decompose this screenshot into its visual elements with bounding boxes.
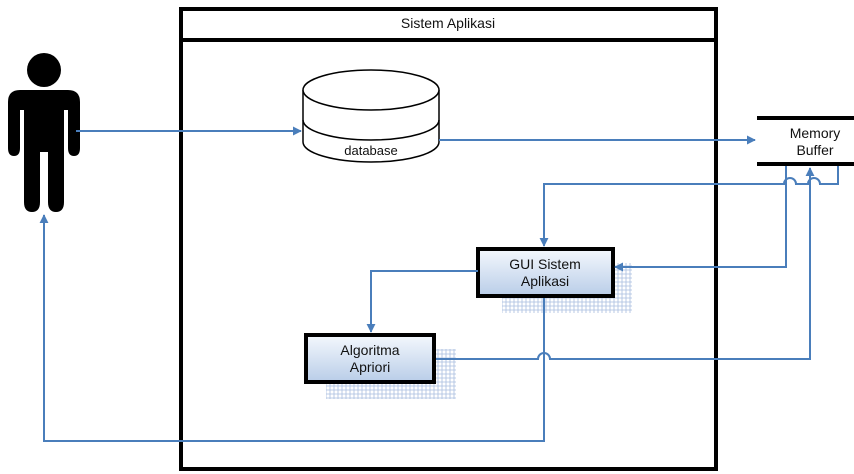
- system-title: Sistem Aplikasi: [401, 15, 495, 31]
- arrow-gui-to-algoritma: [366, 270, 478, 333]
- gui-box-line2: Aplikasi: [521, 273, 569, 289]
- arrow-gui-to-user: [39, 214, 545, 442]
- system-frame: [179, 7, 718, 471]
- memory-buffer-line2: Buffer: [796, 142, 833, 158]
- system-boundary: Sistem Aplikasi: [179, 7, 718, 471]
- algo-box-line2: Apriori: [350, 359, 390, 375]
- memory-buffer-store: Memory Buffer: [757, 116, 854, 166]
- gui-sistem-aplikasi-box: GUI Sistem Aplikasi: [476, 247, 632, 313]
- database-cylinder: database: [302, 69, 440, 163]
- memory-buffer-line1: Memory: [790, 125, 841, 141]
- arrow-memory-buffer-to-gui-right: [614, 166, 787, 272]
- database-label: database: [344, 143, 398, 158]
- user-person-icon: [8, 53, 80, 212]
- connectors: [39, 126, 839, 442]
- gui-box-line1: GUI Sistem: [509, 256, 581, 272]
- algo-box-line1: Algoritma: [340, 342, 399, 358]
- algoritma-apriori-box: Algoritma Apriori: [304, 333, 456, 399]
